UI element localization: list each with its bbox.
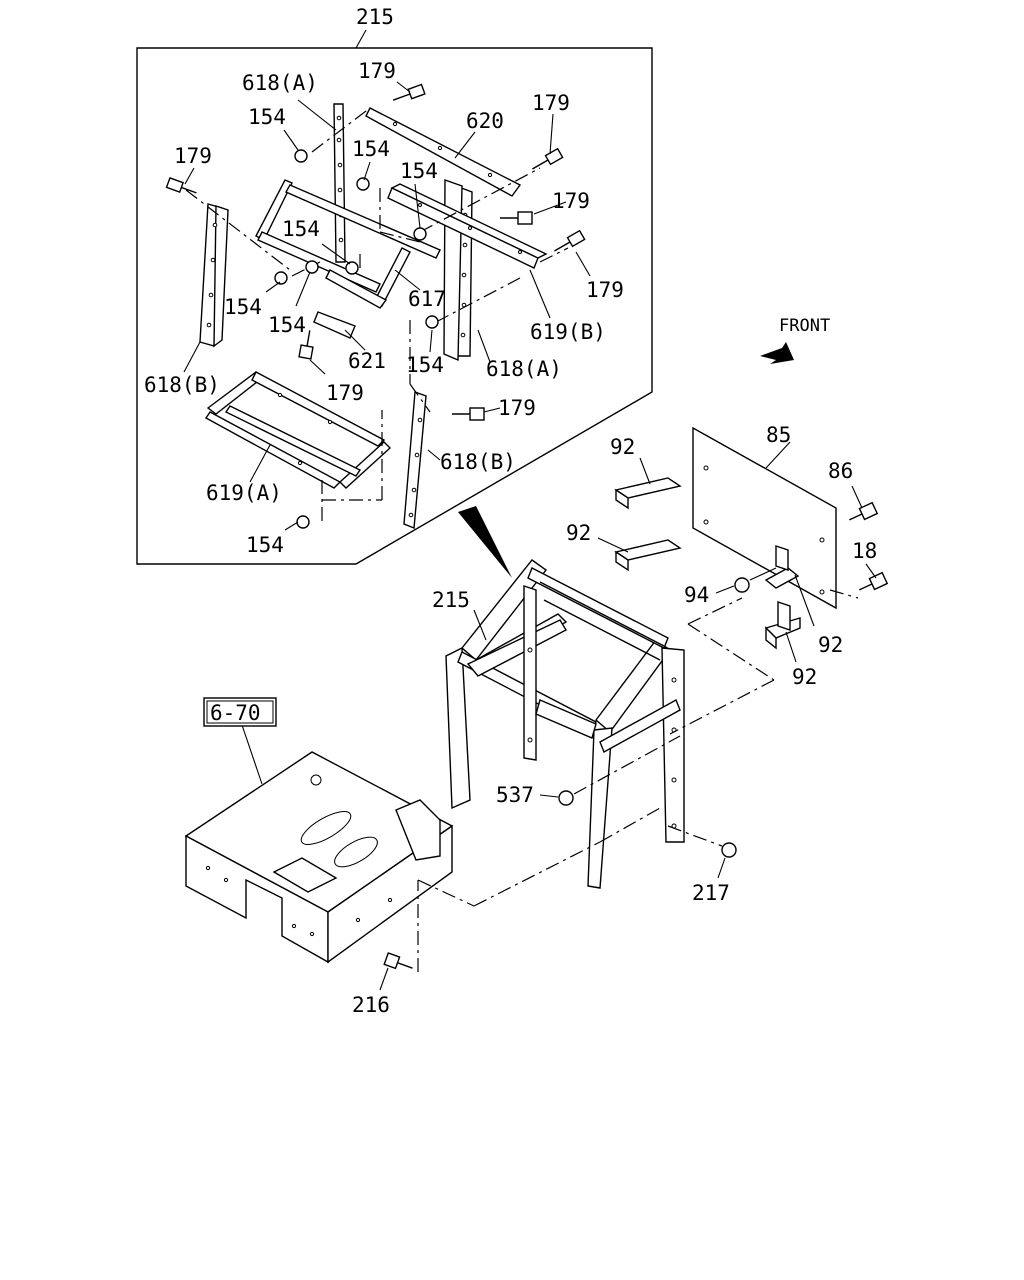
callout-labels: 215 618(A) 179 154 620 179 179 154 154 1… <box>144 5 877 1017</box>
callout-179-7: 179 <box>498 396 536 420</box>
callout-92-2: 92 <box>566 521 591 545</box>
callout-179-3: 179 <box>174 144 212 168</box>
nut-94 <box>715 567 777 594</box>
cover-plate-85 <box>692 426 837 610</box>
callout-618b-1: 618(B) <box>144 373 220 397</box>
callout-621: 621 <box>348 349 386 373</box>
bracket-92-a <box>614 457 682 510</box>
bolt-216 <box>379 952 413 991</box>
callout-618b-2: 618(B) <box>440 450 516 474</box>
callout-154-7: 154 <box>406 353 444 377</box>
callout-94: 94 <box>684 583 709 607</box>
nut-537 <box>539 735 681 806</box>
callout-179-2: 179 <box>532 91 570 115</box>
callout-179-5: 179 <box>586 278 624 302</box>
callout-18: 18 <box>852 539 877 563</box>
bracket-92-b <box>597 537 682 572</box>
leader-lines-upper <box>184 81 591 531</box>
callout-618a-2: 618(A) <box>486 357 562 381</box>
bolt-18 <box>829 563 889 599</box>
callout-154-1: 154 <box>248 105 286 129</box>
callout-179-4: 179 <box>552 189 590 213</box>
reference-6-70-label: 6-70 <box>210 701 261 725</box>
callout-618a-1: 618(A) <box>242 71 318 95</box>
front-arrow-icon <box>760 342 794 364</box>
plate-620 <box>365 107 522 197</box>
callout-617: 617 <box>408 287 446 311</box>
callout-154-8: 154 <box>246 533 284 557</box>
callout-85: 85 <box>766 423 791 447</box>
bracket-618a-right <box>443 179 491 363</box>
callout-154-4: 154 <box>282 217 320 241</box>
callout-619b: 619(B) <box>530 320 606 344</box>
callout-216: 216 <box>352 993 390 1017</box>
base-6-70 <box>184 724 454 964</box>
fastener-nuts <box>274 149 439 529</box>
callout-154-3: 154 <box>400 159 438 183</box>
frame-215 <box>445 559 685 889</box>
callout-92-4: 92 <box>792 665 817 689</box>
assembly-lines-upper <box>185 107 569 522</box>
front-indicator: FRONT <box>760 316 830 364</box>
callout-620: 620 <box>466 109 504 133</box>
callout-154-5: 154 <box>224 295 262 319</box>
callout-154-2: 154 <box>352 137 390 161</box>
bracket-618b-left <box>183 203 229 373</box>
bracket-618b-right <box>403 391 441 529</box>
assembly-lines-main <box>417 597 775 972</box>
bracket-621 <box>313 311 366 351</box>
fastener-bolts <box>165 83 586 421</box>
callout-179-1: 179 <box>358 59 396 83</box>
callout-619a: 619(A) <box>206 481 282 505</box>
front-label: FRONT <box>779 316 830 336</box>
frame-619a <box>204 371 392 489</box>
exploded-view-215 <box>136 29 653 565</box>
callout-92-1: 92 <box>610 435 635 459</box>
bracket-92-c <box>764 545 815 627</box>
callout-154-6: 154 <box>268 313 306 337</box>
callout-217: 217 <box>692 881 730 905</box>
callout-92-3: 92 <box>818 633 843 657</box>
nut-217 <box>667 825 737 879</box>
callout-86: 86 <box>828 459 853 483</box>
callout-537: 537 <box>496 783 534 807</box>
callout-215-top: 215 <box>356 5 394 29</box>
callout-215-main: 215 <box>432 588 470 612</box>
bolt-86 <box>849 485 879 521</box>
pointer-arrow <box>458 506 512 578</box>
member-619b <box>387 183 551 319</box>
bracket-92-d <box>764 601 801 663</box>
callout-179-6: 179 <box>326 381 364 405</box>
reference-box-6-70: 6-70 <box>203 697 277 727</box>
